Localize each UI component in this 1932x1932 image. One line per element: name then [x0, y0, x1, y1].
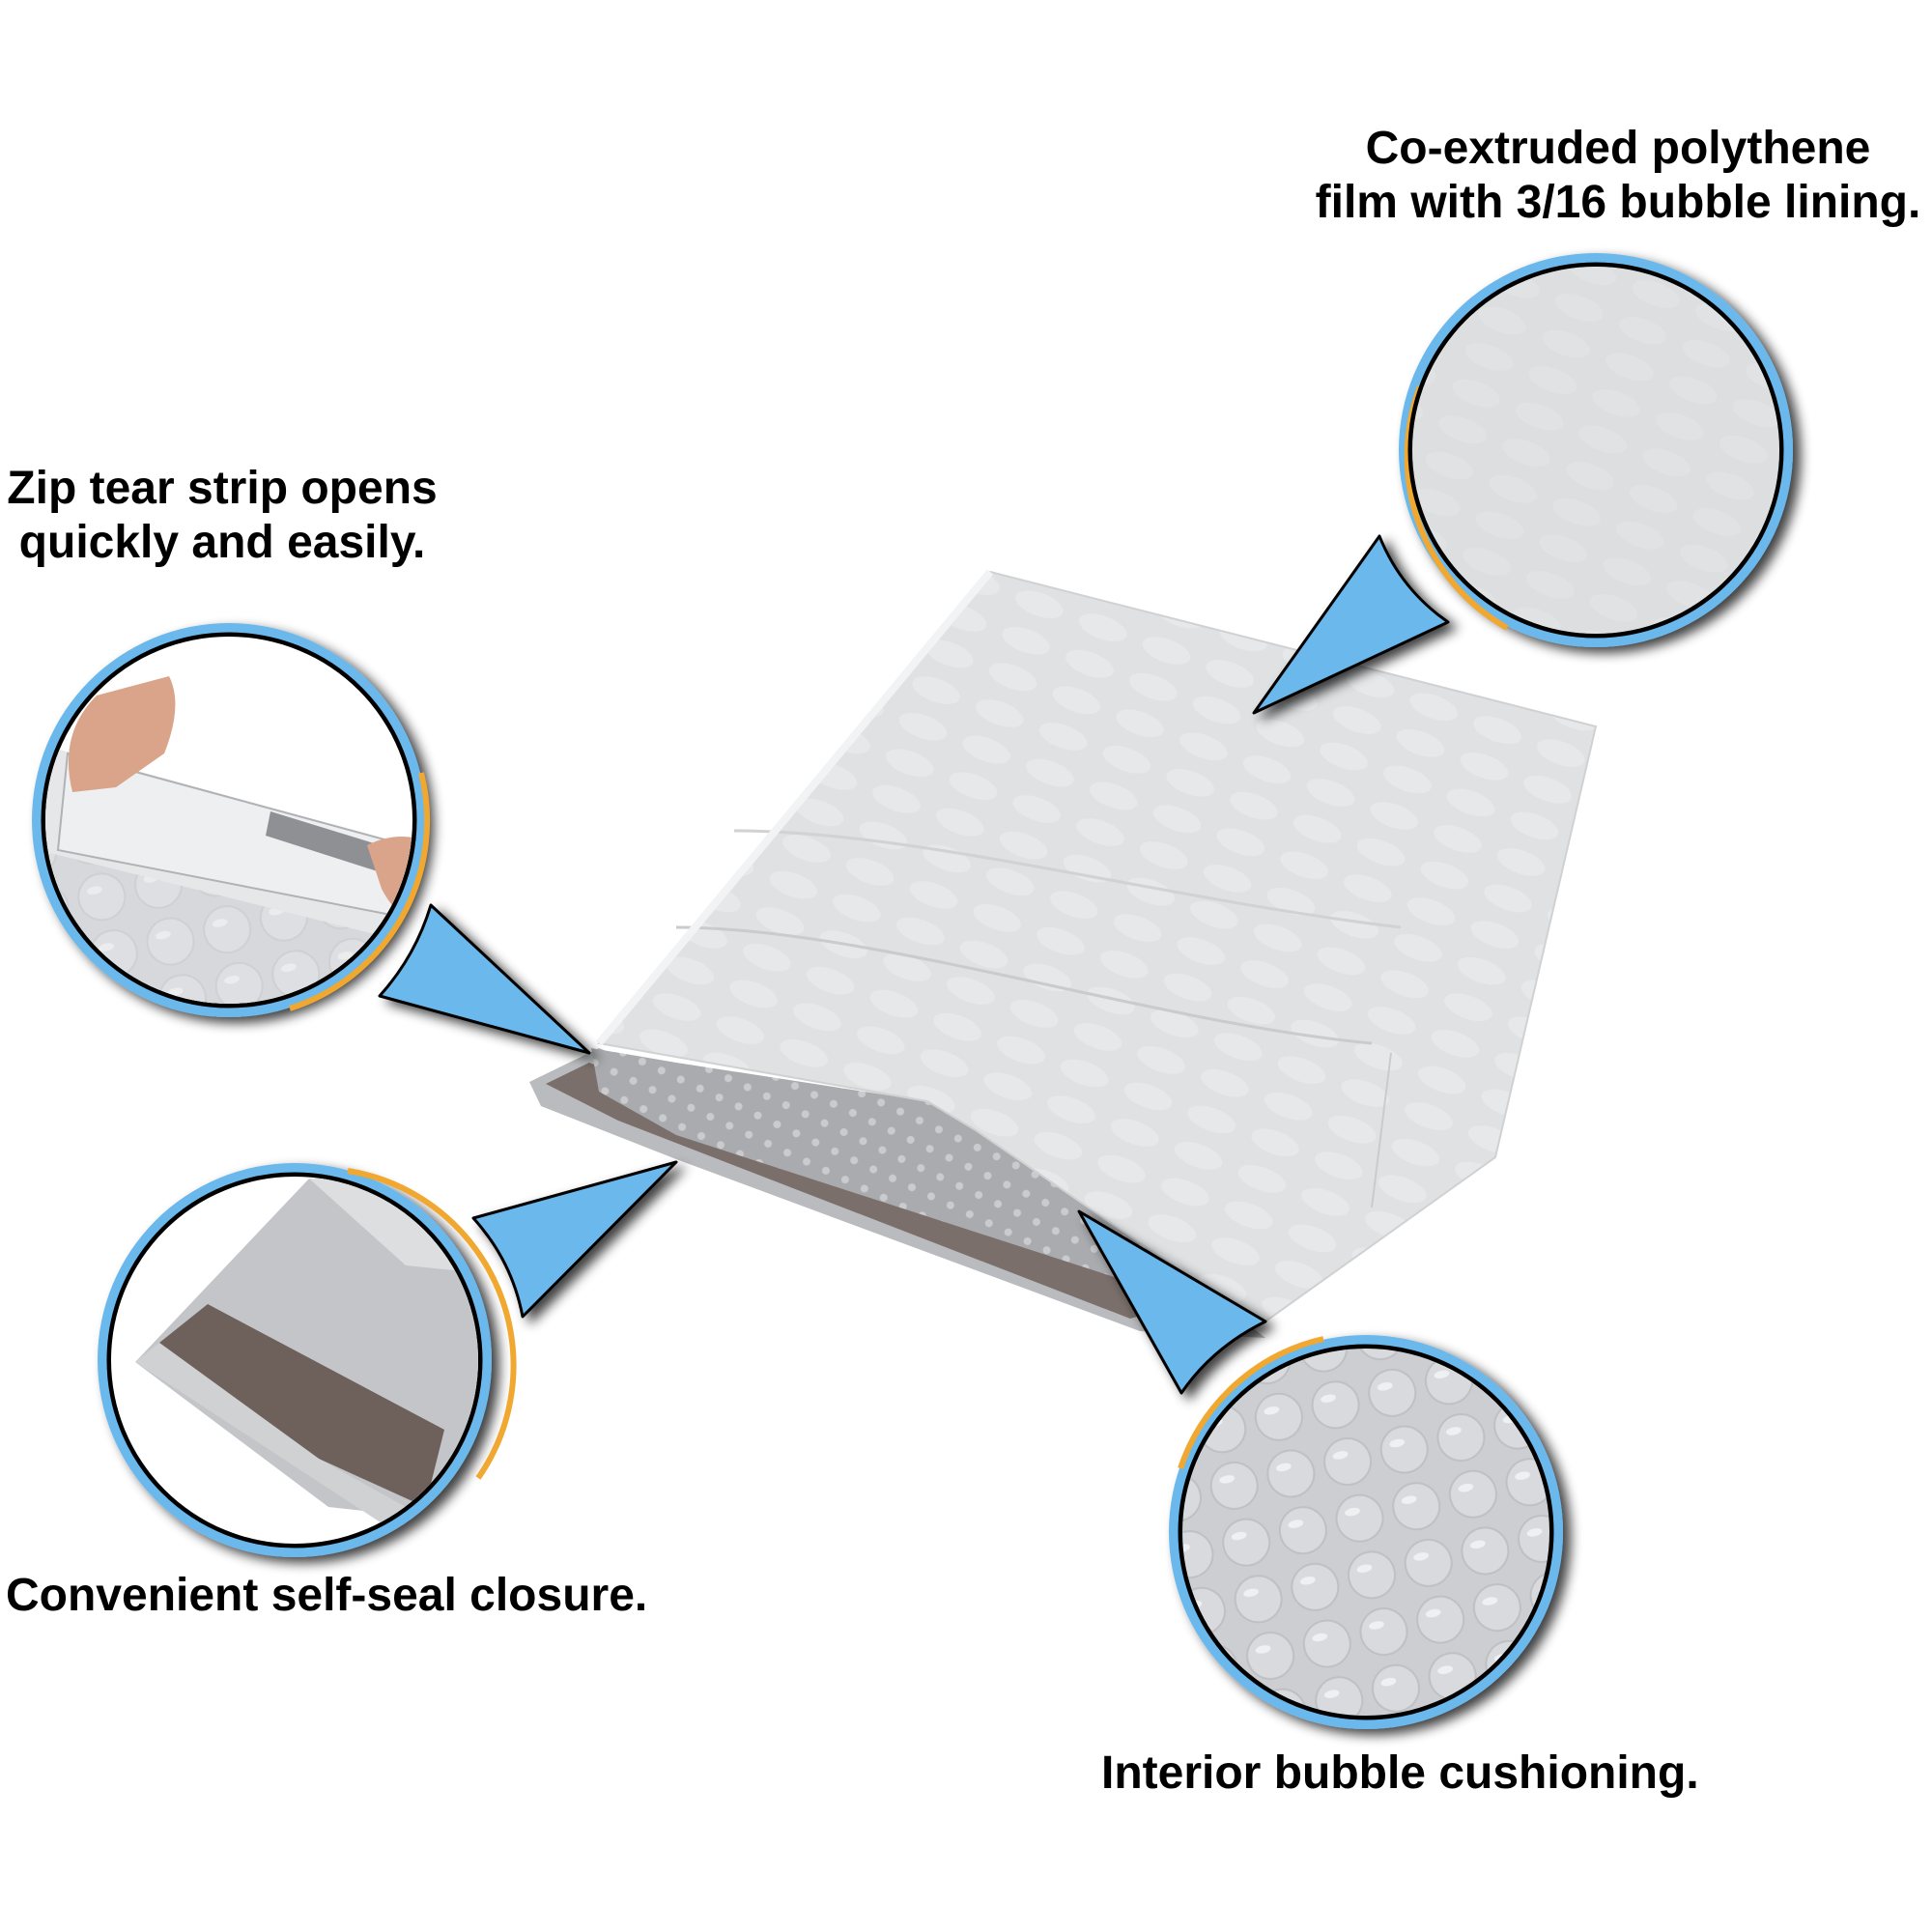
- mailer-edge-highlight: [595, 569, 994, 1046]
- mailer-front-face: [597, 570, 1598, 1323]
- pointer-zip-tear-strip: [378, 903, 591, 1055]
- callout-bubble-cushioning: Interior bubble cushioning.: [1101, 1747, 1699, 1801]
- fold-line: [733, 829, 1402, 929]
- bubble-mailer-photo: [529, 569, 1598, 1338]
- callout-text-line: Co-extruded polythene: [1365, 123, 1871, 174]
- zoom-circle-polythene-film: [1399, 253, 1793, 647]
- callout-text-line: Zip tear strip opens: [7, 463, 438, 514]
- callout-text-line: film with 3/16 bubble lining.: [1315, 177, 1921, 228]
- fold-line: [1371, 1052, 1392, 1208]
- pointer-polythene-film: [1252, 534, 1450, 715]
- callout-zip-tear-strip: Zip tear strip opens quickly and easily.: [0, 462, 444, 570]
- pointer-self-seal: [471, 1160, 678, 1319]
- fold-line: [675, 925, 1373, 1045]
- pointer-bubble-cushioning: [1077, 1209, 1267, 1395]
- mailer-interior-lining: [591, 1048, 1256, 1304]
- callout-polythene-film: Co-extruded polythene film with 3/16 bub…: [1304, 122, 1932, 230]
- pointers: [378, 534, 1450, 1395]
- callout-text-line: Interior bubble cushioning.: [1101, 1747, 1699, 1799]
- callout-text-line: quickly and easily.: [18, 517, 426, 568]
- callout-self-seal: Convenient self-seal closure.: [6, 1569, 647, 1623]
- zoom-circle-self-seal: [98, 1163, 517, 1557]
- zoom-circle-bubble-cushioning: [1169, 1335, 1563, 1729]
- callout-text-line: Convenient self-seal closure.: [6, 1570, 648, 1621]
- zoom-circle-zip-tear-strip: [32, 623, 431, 1017]
